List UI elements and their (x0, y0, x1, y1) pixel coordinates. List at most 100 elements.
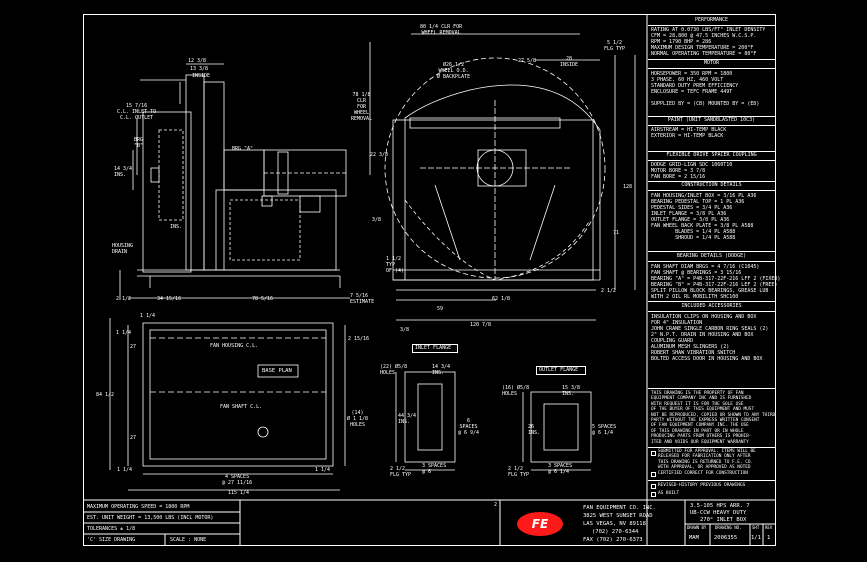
dim-4-spaces: 4 SPACES @ 27 11/16 (222, 474, 253, 486)
dim-59: 59 (437, 306, 444, 312)
dim-28: 28 (566, 56, 573, 62)
outlet-flange-title-box (536, 366, 586, 375)
as-built-text: AS BUILT (658, 491, 680, 496)
dim-inlet-to-outlet: 15 7/16 C.L. INLET TO C.L. OUTLET (117, 103, 157, 121)
dim-2-1-2-d: 2 1/2 FLG TYP (508, 466, 530, 478)
dim-flg-typ: FLG TYP (604, 46, 626, 52)
dim-120-7-8: 120 7/8 (470, 322, 492, 328)
dim-27-b: 27 (130, 435, 137, 441)
dim-1-1-4-b: 1 1/4 (116, 330, 132, 336)
rev-label: REV (765, 525, 773, 530)
dim-128: 128 (623, 184, 633, 190)
company-address1: 3825 WEST SUNSET ROAD (583, 513, 653, 519)
approval-text: SUBMITTED FOR APPROVAL. ITEMS WILL BE RE… (658, 449, 756, 471)
performance-text: RATING AT 0.0730 LBS/FT³ INLET DENSITY C… (651, 27, 766, 57)
dim-7-5-16: 7 5/16 ESTIMATE (350, 293, 375, 305)
drawing-no-value: 2006355 (714, 535, 738, 541)
label-fan-housing-cl: FAN HOUSING C.L. (210, 343, 259, 349)
dim-27-a: 27 (130, 344, 137, 350)
dim-34-15-16: 34 15/16 (157, 296, 182, 302)
sheet-value: 1/1 (751, 535, 761, 541)
company-name: FAN EQUIPMENT CO. INC. (583, 505, 656, 511)
dim-71: 71 (613, 230, 620, 236)
inlet-flange-view (395, 371, 456, 471)
construction-header: CONSTRUCTION DETAILS (681, 182, 742, 188)
revised-checkbox[interactable] (651, 484, 656, 489)
dim-ins-left: INS. (170, 224, 183, 230)
approval-checkbox[interactable] (651, 451, 656, 456)
dim-clr-wheel-top: 80 1/4 CLR FOR WHEEL REMOVAL (420, 24, 463, 36)
coupling-header: FLEXIBLE DRIVE SPACER COUPLING (666, 152, 757, 158)
dim-6-spaces: 6 SPACES @ 6 9/4 (458, 418, 480, 436)
dim-3-8: 3/8 (372, 217, 382, 223)
label-inlet-flange: INLET FLANGE (415, 345, 452, 351)
accessories-header: INCLUDED ACCESSORIES (681, 303, 742, 309)
dim-1-1-4-a: 1 1/4 (140, 313, 156, 319)
paint-header: PAINT (UNIT SANDBLASTED 10C3) (667, 117, 756, 123)
drawn-by-label: DRAWN BY (687, 525, 707, 530)
dim-2-1-2-c: 2 1/2 FLG TYP (390, 466, 412, 478)
note-weight: EST. UNIT WEIGHT = 13,500 LBS (INCL MOTO… (87, 515, 214, 521)
paint-text: AIRSTREAM = HI-TEMP BLACK EXTERIOR = HI-… (651, 127, 727, 139)
bearing-text: FAN SHAFT DIAM BRGS = 4 7/16 (C1045) FAN… (651, 264, 781, 300)
spec-column: PERFORMANCE RATING AT 0.0730 LBS/FT³ INL… (648, 15, 780, 500)
logo-text: FE (531, 517, 549, 531)
label-brg-a: BRG "A" (232, 146, 254, 152)
title-line2: UB-CCW HEAVY DUTY (690, 510, 747, 516)
drawing-sheet-border (83, 14, 776, 546)
dim-12-3-8: 12 3/8 (188, 58, 207, 64)
title-line3: 270° INLET BOX (700, 517, 747, 523)
construction-text: FAN HOUSING/INLET BOX = 3/16 PL A36 BEAR… (651, 193, 757, 241)
dim-2-15-16: 2 15/16 (348, 336, 370, 342)
dim-27-5-8: 27 5/8 (518, 58, 537, 64)
dim-inside2: INSIDE (560, 62, 579, 68)
company-address2: LAS VEGAS, NV 89118 (583, 521, 646, 527)
dim-13-3-8: 13 3/8 (190, 66, 209, 72)
side-view (119, 63, 350, 300)
dim-1-1-4-c: 1 1/4 (117, 467, 133, 473)
dim-clr-wheel-left: 78 1/8 CLR FOR WHEEL REMOVAL (351, 92, 373, 122)
company-logo: FE (517, 512, 563, 536)
base-plan (109, 318, 346, 491)
dim-84-1-2: 84 1/2 (96, 392, 115, 398)
dim-78-5-16: 78 5/16 (252, 296, 274, 302)
dim-62-1-8: 62 1/8 (492, 296, 511, 302)
dim-wheel-od: Ø26 1/2 WHEEL O.D. Ø BACKPLATE (437, 62, 471, 80)
dim-inside: INSIDE (192, 73, 211, 79)
dim-3-spaces-b: 3 SPACES @ 6 1/4 (548, 463, 573, 475)
inlet-flange-title-box (412, 344, 458, 353)
motor-header: MOTOR (703, 60, 720, 66)
dim-115-1-4: 115 1/4 (228, 490, 250, 496)
dim-15-3-8: 15 3/8 INS. (562, 385, 581, 397)
drawing-no-label: DRAWING NO. (715, 525, 742, 530)
dim-26: 26 INS. (528, 424, 541, 436)
label-outlet-flange: OUTLET FLANGE (539, 367, 579, 373)
dim-1-1-4-d: 1 1/4 (315, 467, 331, 473)
sheet-label: SHT (752, 525, 760, 530)
label-brg-b: BRG "B" (134, 137, 144, 149)
revised-text: REVISED-HISTORY PREVIOUS DRAWINGS (658, 483, 746, 488)
sheet-mark: 2 (494, 502, 498, 508)
label-holes-14: (14) Ø 1 1/8 HOLES (347, 410, 369, 428)
dim-3-spaces: 3 SPACES @ 6 (422, 463, 447, 475)
label-base-plan: BASE PLAN (262, 368, 292, 374)
certified-checkbox[interactable] (651, 472, 656, 477)
as-built-checkbox[interactable] (651, 492, 656, 497)
note-max-speed: MAXIMUM OPERATING SPEED = 1800 RPM (87, 504, 190, 510)
title-line1: 3.5-105 HPS ARR. 7 (690, 503, 750, 509)
ownership-notice: THIS DRAWING IS THE PROPERTY OF FAN EQUI… (651, 391, 776, 445)
certified-text: CERTIFIED CORRECT FOR CONSTRUCTION (658, 471, 748, 476)
label-housing-drain: HOUSING DRAIN (112, 243, 134, 255)
dim-1-1-2: 1 1/2 TYP OF (4) (386, 256, 405, 274)
label-holes-16: (16) Ø5/8 HOLES (502, 385, 530, 397)
rev-value: 1 (767, 535, 771, 541)
dim-5-spaces: 5 SPACES @ 6 1/4 (592, 424, 617, 436)
company-phone: (702) 270-6344 (592, 529, 639, 535)
note-tolerances: TOLERANCES ± 1/8 (87, 526, 136, 532)
dim-5-1-2: 5 1/2 (607, 40, 623, 46)
dim-2-1-2: 2 1/2 (116, 296, 132, 302)
bearing-header: BEARING DETAILS (DODGE) (676, 253, 747, 259)
accessories-text: INSULATION CLIPS ON HOUSING AND BOX FOR … (651, 314, 769, 362)
coupling-text: DODGE GRID-LIGN SDC 1060T10 MOTOR BORE =… (651, 162, 733, 180)
